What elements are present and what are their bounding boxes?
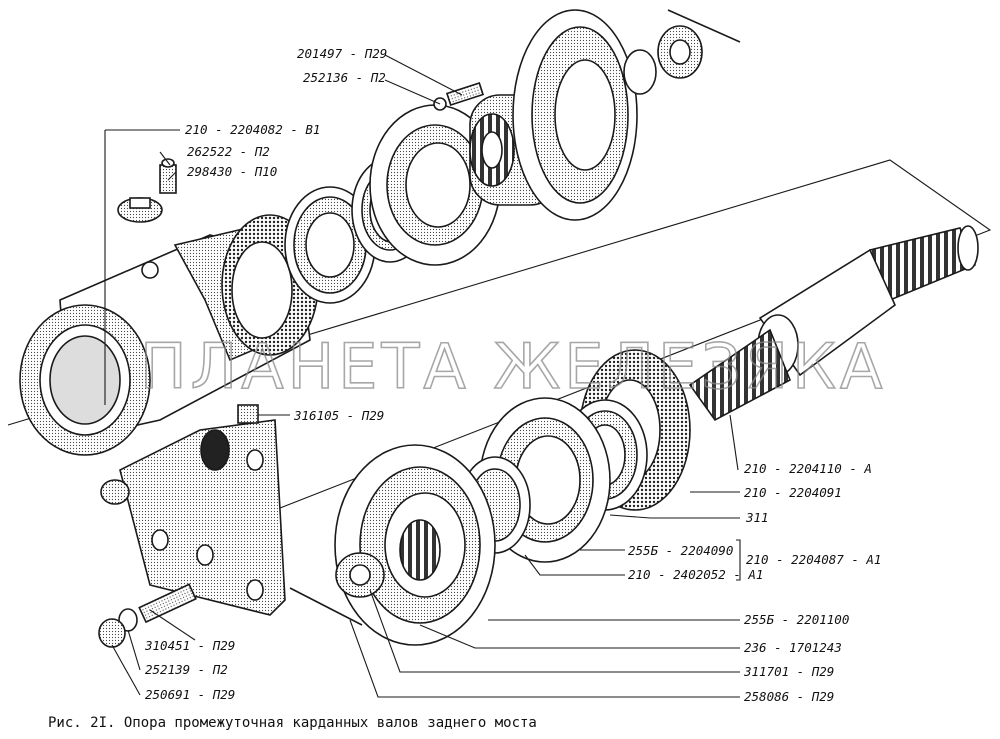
label-210-2204087-a1: 210 - 2204087 - А1 (746, 552, 881, 567)
drain-plug (100, 479, 130, 505)
label-311: 311 (745, 510, 769, 525)
upper-cover-flange (369, 104, 501, 266)
label-210-2204110-a: 210 - 2204110 - А (744, 461, 872, 476)
figure-caption: Рис. 2I. Опора промежуточная карданных в… (48, 715, 537, 731)
lower-castle-nut (335, 552, 385, 598)
label-310451-p29: 310451 - П29 (144, 638, 235, 653)
label-311701-p29: 311701 - П29 (743, 664, 834, 679)
lower-drive-flange (334, 444, 496, 646)
upper-castle-nut (623, 25, 703, 95)
label-316105-p29: 316105 - П29 (293, 408, 384, 423)
assembly-plane-outline (7, 159, 992, 556)
housing-bolt (237, 404, 259, 424)
grease-fitting (117, 158, 177, 223)
label-210-2204082-v1: 210 - 2204082 - В1 (185, 122, 320, 137)
label-252136-p2: 252136 - П2 (303, 70, 386, 85)
label-255b-2201100: 255Б - 2201100 (744, 612, 849, 627)
label-250691-p29: 250691 - П29 (145, 687, 235, 702)
intermediate-shaft (688, 225, 979, 422)
label-236-1701243: 236 - 1701243 (744, 640, 842, 655)
label-201497-p29: 201497 - П29 (297, 46, 387, 61)
label-210-2402052-a1: 210 - 2402052 - А1 (628, 567, 763, 582)
label-258086-p29: 258086 - П29 (744, 689, 834, 704)
bearing-housing (19, 214, 319, 616)
label-262522-p2: 262522 - П2 (187, 144, 270, 159)
label-252139-p2: 252139 - П2 (145, 662, 228, 677)
label-298430-p10: 298430 - П10 (187, 164, 277, 179)
upper-drive-flange (512, 9, 638, 221)
label-255b-2204090: 255Б - 2204090 (628, 543, 733, 558)
upper-bolt (433, 82, 485, 111)
upper-cotter-pin (667, 9, 741, 43)
lower-cotter-pin (289, 587, 363, 626)
label-210-2204091: 210 - 2204091 (744, 485, 842, 500)
watermark-text: ПЛАНЕТА ЖЕЛЕЗЯКА (140, 330, 886, 403)
leader-lines (104, 54, 741, 698)
